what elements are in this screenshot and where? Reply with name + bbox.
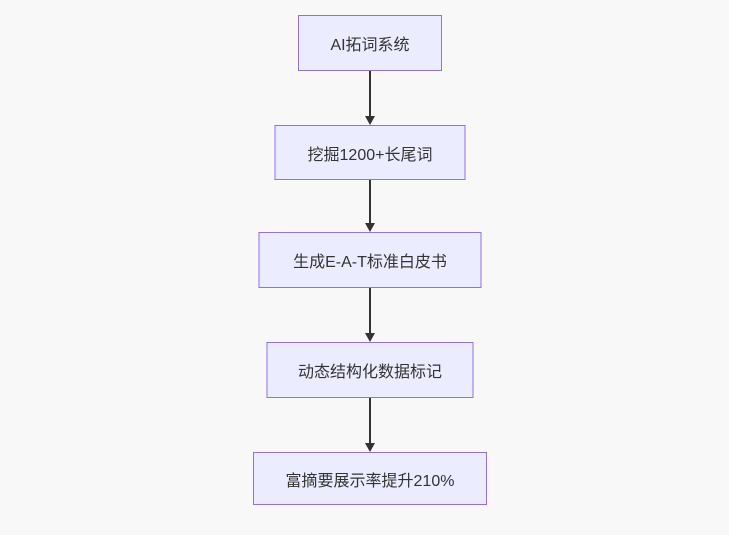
arrow-line (369, 288, 371, 334)
flow-node-ai-keyword-system: AI拓词系统 (298, 15, 442, 71)
flow-node-eat-whitepaper: 生成E-A-T标准白皮书 (258, 232, 482, 288)
arrow-down-icon (365, 116, 375, 125)
arrow-line (369, 398, 371, 444)
arrow-down-icon (365, 223, 375, 232)
flow-node-rich-snippet-result: 富摘要展示率提升210% (253, 452, 487, 505)
arrow-down-icon (365, 443, 375, 452)
flow-node-structured-data-markup: 动态结构化数据标记 (266, 342, 474, 398)
flow-node-longtail-mining: 挖掘1200+长尾词 (274, 125, 466, 180)
arrow-line (369, 71, 371, 117)
arrow-down-icon (365, 333, 375, 342)
arrow-line (369, 180, 371, 224)
